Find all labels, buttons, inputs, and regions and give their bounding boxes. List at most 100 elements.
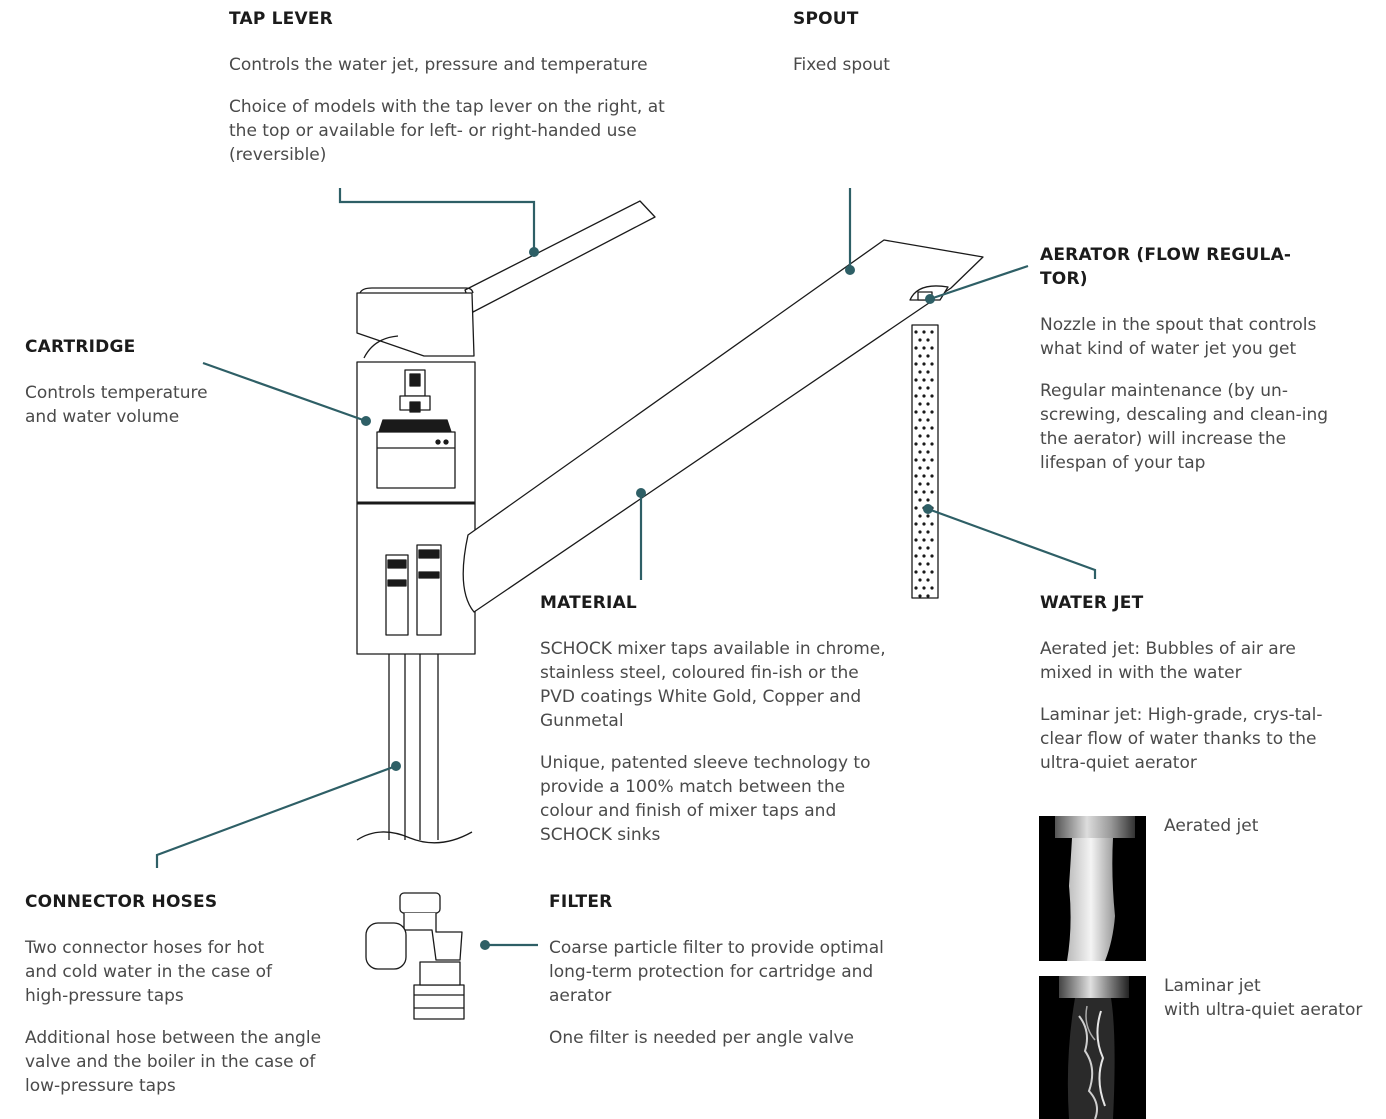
jet-bubble bbox=[922, 346, 925, 349]
jet-bubble bbox=[926, 354, 929, 357]
laminar-jet-image bbox=[1039, 976, 1146, 1119]
jet-bubble bbox=[918, 514, 921, 517]
jet-bubble bbox=[914, 554, 917, 557]
jet-bubble bbox=[926, 386, 929, 389]
jet-bubble bbox=[922, 394, 925, 397]
jet-bubble bbox=[918, 370, 921, 373]
jet-bubble bbox=[914, 410, 917, 413]
aerated-jet-caption: Aerated jet bbox=[1164, 814, 1258, 838]
jet-bubble bbox=[922, 490, 925, 493]
jet-bubble bbox=[918, 450, 921, 453]
spout-title: SPOUT bbox=[793, 7, 993, 31]
aerator-block: AERATOR (FLOW REGULA- TOR) Nozzle in the… bbox=[1040, 243, 1340, 493]
jet-bubble bbox=[914, 586, 917, 589]
water-jet-desc-2: Laminar jet: High-grade, crys-tal-clear … bbox=[1040, 703, 1340, 775]
jet-bubble bbox=[930, 330, 933, 333]
jet-bubble bbox=[914, 330, 917, 333]
dot-connector bbox=[391, 761, 401, 771]
jet-bubble bbox=[922, 554, 925, 557]
material-desc-1: SCHOCK mixer taps available in chrome, s… bbox=[540, 637, 890, 733]
jet-bubble bbox=[930, 394, 933, 397]
jet-bubble bbox=[926, 546, 929, 549]
jet-bubble bbox=[918, 594, 921, 597]
leader-connector bbox=[157, 766, 396, 868]
aerator-title: AERATOR (FLOW REGULA- TOR) bbox=[1040, 243, 1340, 291]
connector-hoses-desc-2: Additional hose between the angle valve … bbox=[25, 1026, 325, 1098]
filter-title: FILTER bbox=[549, 890, 919, 914]
jet-bubble bbox=[918, 434, 921, 437]
jet-bubble bbox=[918, 530, 921, 533]
jet-bubble bbox=[926, 450, 929, 453]
spout-block: SPOUT Fixed spout bbox=[793, 7, 993, 95]
jet-bubble bbox=[926, 338, 929, 341]
cartridge-desc: Controls temperature and water volume bbox=[25, 381, 230, 429]
filter-desc-2: One filter is needed per angle valve bbox=[549, 1026, 919, 1050]
jet-bubble bbox=[930, 378, 933, 381]
jet-bubble bbox=[922, 586, 925, 589]
jet-bubble bbox=[930, 442, 933, 445]
filter-block: FILTER Coarse particle filter to provide… bbox=[549, 890, 919, 1068]
jet-bubble bbox=[922, 458, 925, 461]
jet-bubble bbox=[918, 546, 921, 549]
leader-tap-lever bbox=[340, 188, 534, 252]
jet-bubble bbox=[914, 570, 917, 573]
dot-water-jet bbox=[923, 504, 933, 514]
jet-bubble bbox=[914, 394, 917, 397]
connector-hoses-block: CONNECTOR HOSES Two connector hoses for … bbox=[25, 890, 325, 1116]
jet-bubble bbox=[926, 514, 929, 517]
tap-lever-block: TAP LEVER Controls the water jet, pressu… bbox=[229, 7, 699, 185]
laminar-jet-caption-line2: with ultra-quiet aerator bbox=[1164, 998, 1362, 1022]
dot-tap-lever bbox=[529, 247, 539, 257]
jet-bubble bbox=[922, 442, 925, 445]
jet-bubble bbox=[918, 498, 921, 501]
jet-bubble bbox=[930, 490, 933, 493]
water-jet-desc-1: Aerated jet: Bubbles of air are mixed in… bbox=[1040, 637, 1340, 685]
dot-filter bbox=[480, 940, 490, 950]
cartridge-title: CARTRIDGE bbox=[25, 335, 230, 359]
jet-bubble bbox=[914, 474, 917, 477]
jet-bubble bbox=[922, 378, 925, 381]
jet-bubble bbox=[926, 578, 929, 581]
dot-cartridge bbox=[361, 416, 371, 426]
connector-hoses-desc-1: Two connector hoses for hot and cold wat… bbox=[25, 936, 300, 1008]
jet-bubble bbox=[926, 482, 929, 485]
jet-bubble bbox=[918, 482, 921, 485]
jet-bubble bbox=[926, 418, 929, 421]
jet-bubble bbox=[918, 562, 921, 565]
jet-bubble bbox=[918, 338, 921, 341]
material-title: MATERIAL bbox=[540, 591, 890, 615]
dot-spout bbox=[845, 265, 855, 275]
jet-bubble bbox=[922, 330, 925, 333]
jet-bubble bbox=[914, 378, 917, 381]
jet-bubble bbox=[930, 570, 933, 573]
dot-material bbox=[636, 488, 646, 498]
jet-bubble bbox=[918, 402, 921, 405]
jet-bubble bbox=[914, 506, 917, 509]
material-block: MATERIAL SCHOCK mixer taps available in … bbox=[540, 591, 890, 865]
spout-desc: Fixed spout bbox=[793, 53, 993, 77]
jet-bubble bbox=[926, 594, 929, 597]
jet-bubble bbox=[930, 346, 933, 349]
filter-desc-1: Coarse particle filter to provide optima… bbox=[549, 936, 919, 1008]
jet-bubble bbox=[914, 362, 917, 365]
material-desc-2: Unique, patented sleeve technology to pr… bbox=[540, 751, 890, 847]
jet-bubble bbox=[930, 474, 933, 477]
jet-bubble bbox=[930, 458, 933, 461]
jet-bubble bbox=[922, 410, 925, 413]
jet-bubble bbox=[930, 426, 933, 429]
laminar-jet-caption: Laminar jet with ultra-quiet aerator bbox=[1164, 974, 1362, 1022]
aerated-jet-caption-text: Aerated jet bbox=[1164, 814, 1258, 838]
aerator-title-line2: TOR) bbox=[1040, 267, 1340, 291]
jet-bubble bbox=[930, 410, 933, 413]
tap-lever-desc-2: Choice of models with the tap lever on t… bbox=[229, 95, 679, 167]
laminar-jet-caption-line1: Laminar jet bbox=[1164, 974, 1362, 998]
water-jet-title: WATER JET bbox=[1040, 591, 1340, 615]
jet-bubble bbox=[922, 570, 925, 573]
jet-bubble bbox=[918, 418, 921, 421]
filter-drawing bbox=[366, 893, 464, 1019]
tap-lever-desc-1: Controls the water jet, pressure and tem… bbox=[229, 53, 699, 77]
jet-bubble bbox=[918, 578, 921, 581]
aerator-title-line1: AERATOR (FLOW REGULA- bbox=[1040, 243, 1340, 267]
leader-water-jet bbox=[928, 509, 1095, 579]
jet-bubble bbox=[914, 426, 917, 429]
